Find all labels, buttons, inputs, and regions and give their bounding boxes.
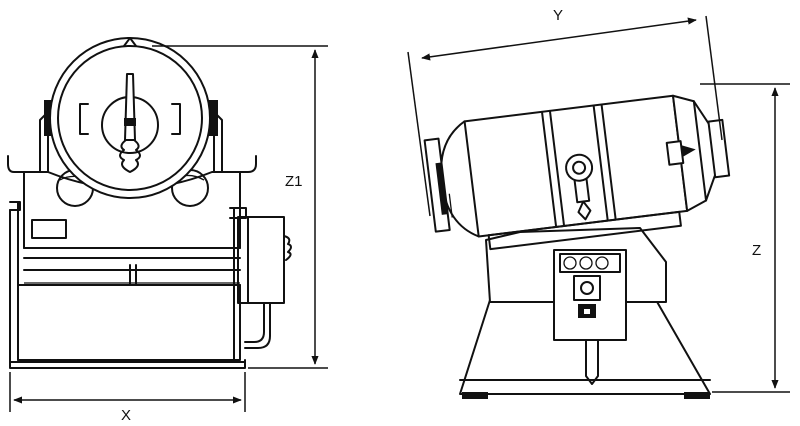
front-view bbox=[7, 37, 292, 369]
dimension-label-z1: Z1 bbox=[285, 173, 303, 190]
side-view bbox=[423, 94, 731, 399]
dimension-label-z: Z bbox=[752, 242, 761, 259]
dimension-label-y: Y bbox=[553, 7, 563, 24]
dimension-label-x: X bbox=[121, 407, 131, 424]
dimension-lines bbox=[9, 15, 790, 412]
